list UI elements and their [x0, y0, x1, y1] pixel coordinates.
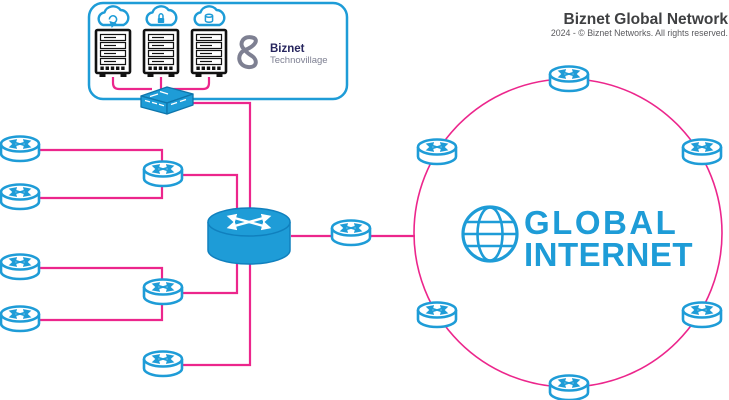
server-rack-2: [142, 28, 180, 79]
globe-icon: [461, 205, 519, 263]
link-server-1-switch: [111, 77, 152, 91]
cloud-sync-icon: [97, 5, 130, 28]
switch: [140, 86, 194, 115]
aggregation-router-3: [144, 352, 182, 377]
logo-b-icon: [237, 35, 258, 70]
datacenter-box: [87, 1, 349, 101]
server-rack-3: [190, 28, 228, 79]
edge-router-4: [1, 307, 39, 332]
server-rack-1: [94, 28, 132, 79]
logo-sub-text: Technovillage: [270, 55, 328, 66]
biznet-technovillage-logo: Biznet Technovillage: [237, 35, 328, 70]
ring-router-upper-right: [683, 140, 721, 165]
edge-router-3: [1, 255, 39, 280]
core-router: [207, 207, 291, 265]
ring-router-lower-left: [418, 303, 456, 328]
ring-router-upper-left: [418, 140, 456, 165]
cloud-lock-icon: [145, 5, 178, 27]
edge-router-2: [1, 185, 39, 210]
aggregation-router-2: [144, 280, 182, 305]
cloud-database-icon: [193, 5, 226, 27]
link-server-3-switch: [172, 77, 211, 91]
ring-router-lower-right: [683, 303, 721, 328]
copyright-text: 2024 - © Biznet Networks. All rights res…: [551, 28, 728, 38]
page-title: Biznet Global Network: [564, 11, 729, 28]
ring-router-bottom: [550, 376, 588, 400]
ring-router-top: [550, 67, 588, 92]
logo-brand-text: Biznet: [270, 43, 305, 55]
global-internet-label-line2: INTERNET: [524, 236, 693, 273]
global-internet-label-line1: GLOBAL: [524, 204, 678, 241]
aggregation-router-1: [144, 162, 182, 187]
gateway-router: [332, 221, 370, 246]
edge-router-1: [1, 137, 39, 162]
